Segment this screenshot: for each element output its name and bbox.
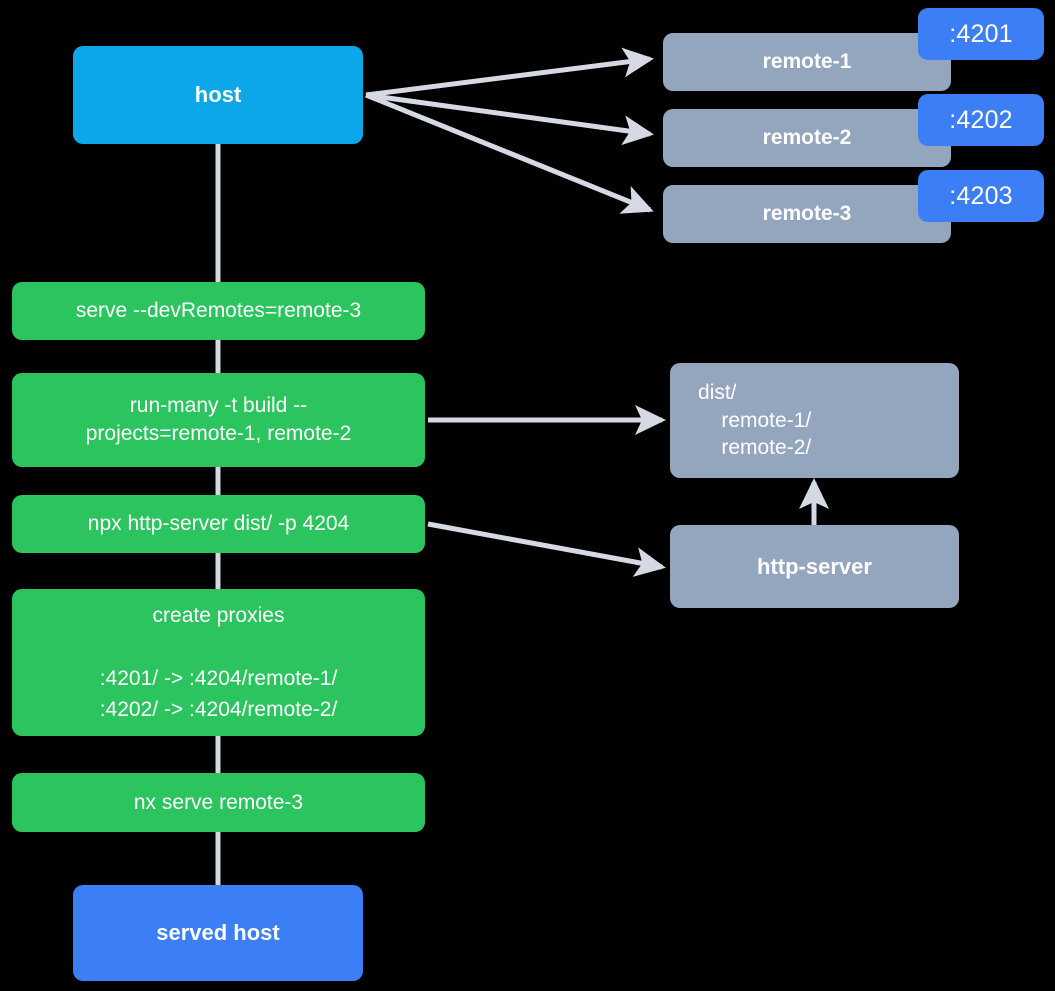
- node-remote-1-label: remote-1: [762, 50, 852, 74]
- node-served-host-label: served host: [156, 920, 280, 946]
- node-served-host[interactable]: served host: [73, 885, 363, 981]
- node-run-many-line-1: run-many -t build --: [129, 394, 308, 418]
- node-remote-2[interactable]: remote-2: [663, 109, 951, 167]
- edge-host-to-remote-3: [365, 92, 654, 214]
- node-remote-1[interactable]: remote-1: [663, 33, 951, 91]
- node-remote-3[interactable]: remote-3: [663, 185, 951, 243]
- edge-host-to-remote-2: [365, 92, 654, 146]
- edge-host-to-remote-1: [365, 47, 654, 98]
- node-remote-3-label: remote-3: [762, 202, 852, 226]
- badge-port-remote-2[interactable]: :4202: [918, 94, 1044, 146]
- node-run-many-command[interactable]: run-many -t build -- projects=remote-1, …: [12, 373, 425, 467]
- edge-npx-to-http-server: [427, 521, 666, 577]
- node-create-proxies-mapping-2: :4202/ -> :4204/remote-2/: [99, 698, 338, 721]
- node-npx-http-server-label: npx http-server dist/ -p 4204: [87, 512, 350, 536]
- node-create-proxies[interactable]: create proxies :4201/ -> :4204/remote-1/…: [12, 589, 425, 736]
- node-create-proxies-spacer: [216, 631, 222, 663]
- node-serve-command-label: serve --devRemotes=remote-3: [75, 299, 362, 323]
- node-create-proxies-mapping-1: :4201/ -> :4204/remote-1/: [99, 666, 338, 690]
- node-nx-serve-remote-3-label: nx serve remote-3: [133, 790, 304, 814]
- node-http-server-label: http-server: [757, 553, 872, 579]
- node-serve-command[interactable]: serve --devRemotes=remote-3: [12, 282, 425, 340]
- node-dist-line-1: dist/: [698, 380, 737, 404]
- node-dist-line-3: remote-2/: [698, 436, 812, 460]
- node-remote-2-label: remote-2: [762, 126, 852, 150]
- node-dist-line-2: remote-1/: [698, 408, 812, 432]
- node-npx-http-server-command[interactable]: npx http-server dist/ -p 4204: [12, 495, 425, 553]
- node-http-server[interactable]: http-server: [670, 525, 959, 608]
- badge-port-remote-3[interactable]: :4203: [918, 170, 1044, 222]
- badge-port-remote-1[interactable]: :4201: [918, 8, 1044, 60]
- node-create-proxies-title: create proxies: [152, 603, 285, 627]
- badge-port-remote-1-label: :4201: [949, 19, 1013, 48]
- badge-port-remote-3-label: :4203: [949, 181, 1013, 210]
- node-run-many-line-2: projects=remote-1, remote-2: [85, 422, 352, 445]
- node-host[interactable]: host: [73, 46, 363, 144]
- node-host-label: host: [194, 82, 242, 108]
- node-nx-serve-remote-3[interactable]: nx serve remote-3: [12, 773, 425, 832]
- node-dist-directory[interactable]: dist/ remote-1/ remote-2/: [670, 363, 959, 478]
- badge-port-remote-2-label: :4202: [949, 105, 1013, 134]
